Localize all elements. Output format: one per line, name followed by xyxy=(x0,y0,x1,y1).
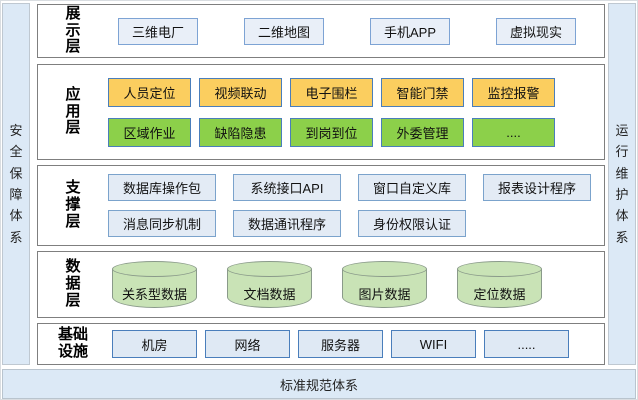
support-row-1: 数据库操作包 系统接口API 窗口自定义库 报表设计程序 xyxy=(108,174,604,201)
support-row-2: 消息同步机制 数据通讯程序 身份权限认证 xyxy=(108,210,604,237)
bottom-bar-standards-system: 标准规范体系 xyxy=(2,369,636,399)
app-box-defect-hazard: 缺陷隐患 xyxy=(199,117,282,147)
app-box-outsourcing-management: 外委管理 xyxy=(381,117,464,147)
layer-infrastructure: 基础设施 机房 网络 服务器 WIFI ..... xyxy=(37,323,605,365)
app-box-personnel-positioning: 人员定位 xyxy=(108,77,191,107)
infra-box-network: 网络 xyxy=(205,330,290,358)
presentation-box-2d-map: 二维地图 xyxy=(244,17,324,45)
app-box-area-operations: 区域作业 xyxy=(108,117,191,147)
right-sidebar-operations-system: 运行维护体系 xyxy=(608,3,636,365)
support-box-custom-window-lib: 窗口自定义库 xyxy=(358,174,466,201)
presentation-row: 三维电厂 二维地图 手机APP 虚拟现实 xyxy=(108,17,604,45)
infra-box-wifi: WIFI xyxy=(391,330,476,358)
support-box-system-api: 系统接口API xyxy=(233,174,341,201)
app-box-electronic-fence: 电子围栏 xyxy=(290,77,373,107)
left-sidebar-label: 安全保障体系 xyxy=(9,122,23,245)
support-box-database-package: 数据库操作包 xyxy=(108,174,216,201)
presentation-box-mobile-app: 手机APP xyxy=(370,17,450,45)
application-row-1: 人员定位 视频联动 电子围栏 智能门禁 监控报警 xyxy=(108,77,604,107)
layer-application-label: 应用层 xyxy=(65,85,81,137)
infrastructure-row: 机房 网络 服务器 WIFI ..... xyxy=(108,330,604,358)
presentation-box-3d-plant: 三维电厂 xyxy=(118,17,198,45)
support-box-report-designer: 报表设计程序 xyxy=(483,174,591,201)
layer-presentation-label: 展示层 xyxy=(65,4,81,56)
infra-box-server: 服务器 xyxy=(298,330,383,358)
app-box-more: .... xyxy=(472,117,555,147)
infra-box-machine-room: 机房 xyxy=(112,330,197,358)
layer-support: 支撑层 数据库操作包 系统接口API 窗口自定义库 报表设计程序 消息同步机制 … xyxy=(37,165,605,246)
cylinder-top xyxy=(227,261,312,277)
cylinder-relational-data: 关系型数据 xyxy=(112,261,197,308)
infra-box-more: ..... xyxy=(484,330,569,358)
application-row-2: 区域作业 缺陷隐患 到岗到位 外委管理 .... xyxy=(108,117,604,147)
cylinder-top xyxy=(342,261,427,277)
app-box-on-duty: 到岗到位 xyxy=(290,117,373,147)
left-sidebar-security-system: 安全保障体系 xyxy=(2,3,30,365)
right-sidebar-label: 运行维护体系 xyxy=(615,122,629,245)
layer-data: 数据层 关系型数据 文档数据 图片数据 xyxy=(37,251,605,318)
cylinder-top xyxy=(112,261,197,277)
cylinder-document-data: 文档数据 xyxy=(227,261,312,308)
layer-support-label: 支撑层 xyxy=(65,179,81,230)
app-box-monitoring-alarm: 监控报警 xyxy=(472,77,555,107)
app-box-smart-access: 智能门禁 xyxy=(381,77,464,107)
data-row: 关系型数据 文档数据 图片数据 定位数据 xyxy=(108,261,604,308)
support-box-identity-auth: 身份权限认证 xyxy=(358,210,466,237)
cylinder-positioning-data: 定位数据 xyxy=(457,261,542,308)
presentation-box-virtual-reality: 虚拟现实 xyxy=(496,17,576,45)
layer-infrastructure-label: 基础设施 xyxy=(57,326,88,360)
app-box-video-linkage: 视频联动 xyxy=(199,77,282,107)
layer-application: 应用层 人员定位 视频联动 电子围栏 智能门禁 监控报警 区域作业 缺陷隐患 到… xyxy=(37,64,605,160)
support-box-data-comm: 数据通讯程序 xyxy=(233,210,341,237)
cylinder-image-data: 图片数据 xyxy=(342,261,427,308)
layer-presentation: 展示层 三维电厂 二维地图 手机APP 虚拟现实 xyxy=(37,4,605,58)
support-box-message-sync: 消息同步机制 xyxy=(108,210,216,237)
layer-data-label: 数据层 xyxy=(65,258,81,309)
cylinder-top xyxy=(457,261,542,277)
